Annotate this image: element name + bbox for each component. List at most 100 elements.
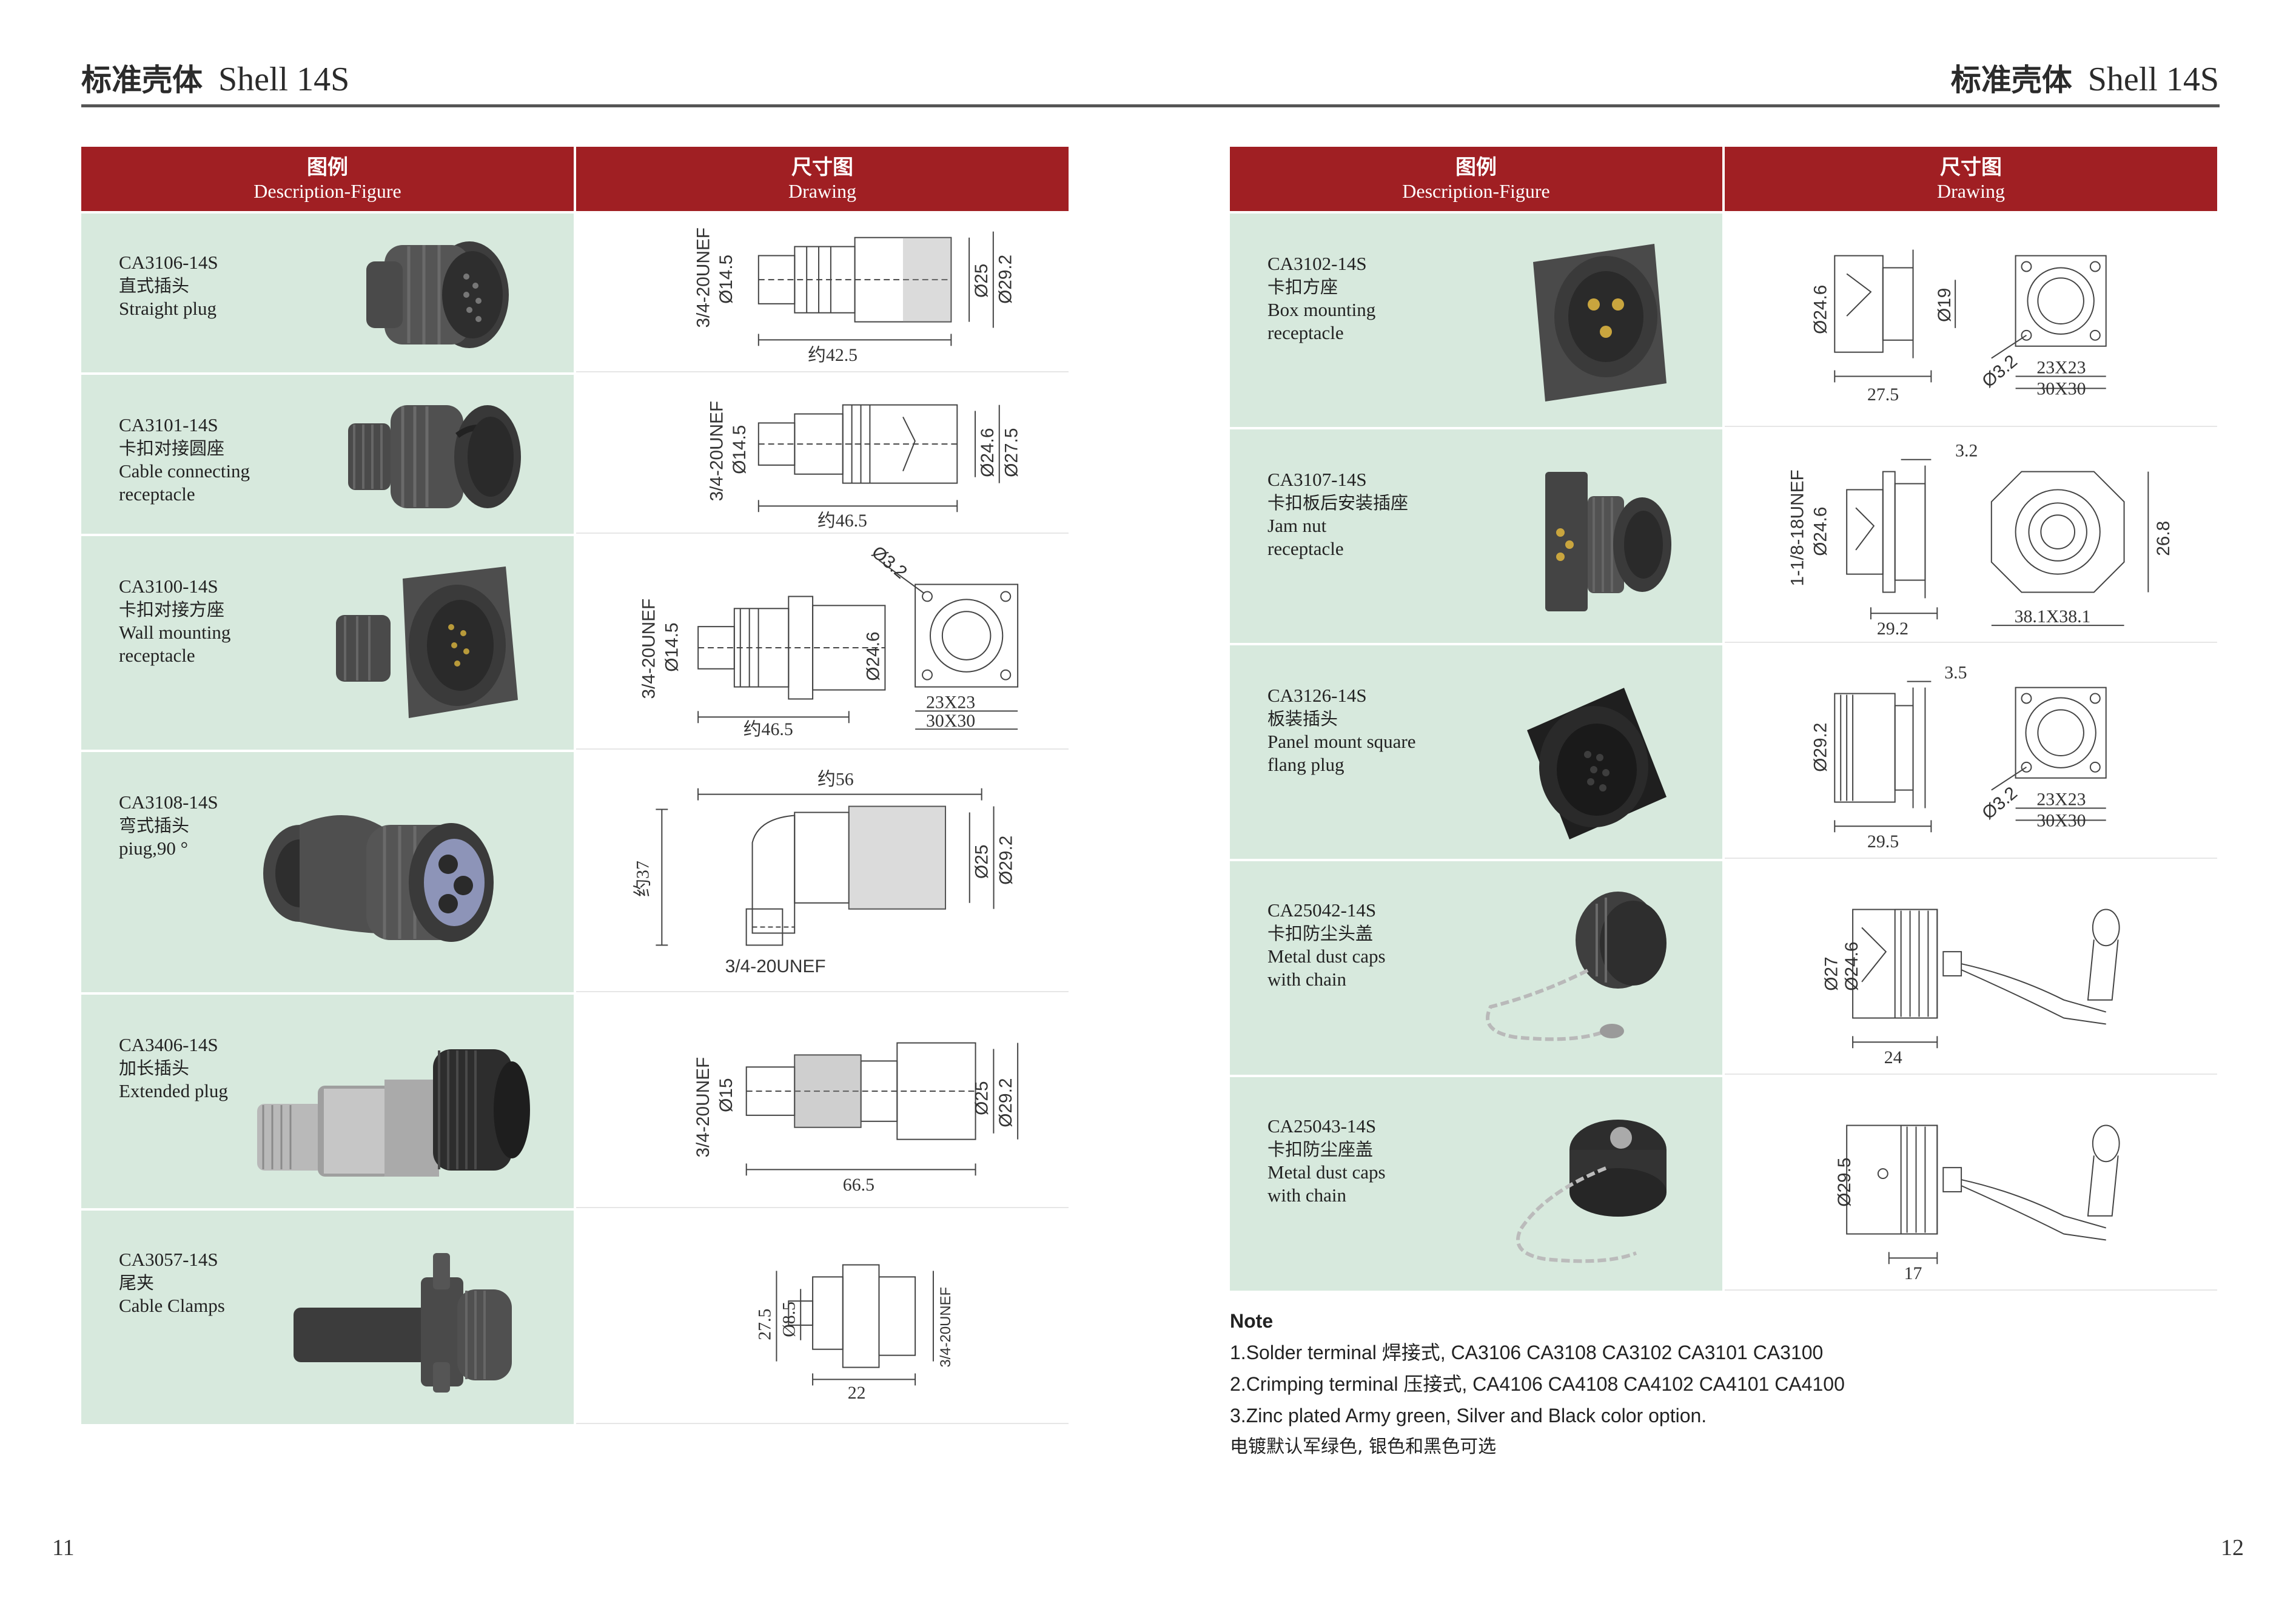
product-name-en: Cable Clamps	[119, 1295, 225, 1316]
product-name-cn: 卡扣对接方座	[119, 599, 225, 620]
dim-length: 17	[1904, 1263, 1922, 1283]
dim-hole: Ø3.2	[868, 542, 911, 583]
dim-length: 约46.5	[817, 511, 867, 531]
drawing-cell: 3.5 Ø29.2 29.5 Ø3.2 23X23 30X30	[1725, 645, 2217, 859]
dim-inner: Ø15	[716, 1078, 736, 1112]
product-text: CA3126-14S 板装插头 Panel mount square flang…	[1267, 684, 1416, 776]
dim-inner: Ø14.5	[662, 623, 682, 672]
dim-nut: 26.8	[2153, 521, 2173, 556]
header-cn: 尺寸图	[1940, 155, 2002, 180]
header-drawing: 尺寸图 Drawing	[576, 147, 1069, 211]
dim-flange: 38.1X38.1	[2015, 607, 2091, 627]
dimension-drawing: 3/4-20UNEF Ø15 Ø25 Ø29.2 66.5	[693, 1042, 1019, 1195]
drawing-cell: Ø27 Ø24.6 24	[1725, 861, 2217, 1075]
product-name-en: with chain	[1267, 969, 1346, 990]
dimension-drawing: 3/4-20UNEF Ø14.5 Ø24.6 Ø3.2 23X23 30X30 …	[639, 542, 1019, 739]
dim-inner: Ø24.6	[1842, 942, 1862, 991]
product-name-cn: 卡扣防尘头盖	[1267, 923, 1374, 944]
product-code: CA3107-14S	[1267, 469, 1367, 490]
dimension-drawing: 约56 约37 Ø25 Ø29.2 3/4-20UNEF	[633, 770, 1016, 976]
title-cn: 标准壳体	[1950, 62, 2072, 98]
title-en: Shell 14S	[218, 61, 350, 98]
product-name-en: receptacle	[1267, 322, 1344, 343]
product-text: CA3101-14S 卡扣对接圆座 Cable connecting recep…	[119, 414, 250, 506]
dust-cap-photo	[1486, 892, 1667, 1041]
table-row: CA25043-14S 卡扣防尘座盖 Metal dust caps with …	[1230, 1075, 2217, 1291]
product-text: CA3108-14S 弯式插头 piug,90 °	[119, 791, 218, 860]
description-cell: CA3057-14S 尾夹 Cable Clamps	[81, 1211, 574, 1424]
left-table: 图例 Description-Figure 尺寸图 Drawing CA3106…	[81, 147, 1069, 1424]
cable-receptacle-photo	[348, 405, 521, 508]
product-text: CA3102-14S 卡扣方座 Box mounting receptacle	[1267, 252, 1375, 344]
drawing-cell: 27.5 Ø8.5 22 3/4-20UNEF	[576, 1211, 1069, 1424]
cable-clamp-photo	[294, 1253, 512, 1393]
dimension-drawing: 27.5 Ø8.5 22 3/4-20UNEF	[754, 1264, 954, 1403]
receptacle-dust-cap-photo	[1516, 1120, 1667, 1263]
header-en: Description-Figure	[253, 180, 401, 202]
product-text: CA3106-14S 直式插头 Straight plug	[119, 251, 218, 320]
dim-outer: Ø29.2	[996, 255, 1016, 304]
page-title-left: 标准壳体 Shell 14S	[81, 56, 349, 99]
dimension-drawing: 3.5 Ø29.2 29.5 Ø3.2 23X23 30X30	[1810, 663, 2107, 852]
product-code: CA25043-14S	[1267, 1115, 1377, 1137]
jam-nut-receptacle-photo	[1545, 472, 1671, 611]
title-en: Shell 14S	[2087, 61, 2219, 98]
product-name-en: receptacle	[1267, 538, 1344, 559]
drawing-cell: 3/4-20UNEF Ø14.5 Ø24.6 Ø27.5 约46.5	[576, 375, 1069, 534]
dim-thread: 3/4-20UNEF	[725, 956, 826, 976]
product-text: CA3100-14S 卡扣对接方座 Wall mounting receptac…	[119, 575, 230, 667]
dim-body: Ø24.6	[1810, 285, 1830, 334]
dim-body: Ø29.2	[1810, 723, 1830, 772]
dim-hole: Ø3.2	[1978, 783, 2021, 824]
product-name-cn: 卡扣方座	[1267, 277, 1338, 297]
drawing-cell: Ø24.6 Ø19 27.5 Ø3.2 23X23 30X30	[1725, 213, 2217, 427]
product-name-en: with chain	[1267, 1184, 1346, 1206]
drawing-cell: Ø29.5 17	[1725, 1077, 2217, 1291]
dim-inner: Ø14.5	[716, 255, 736, 304]
table-header: 图例 Description-Figure 尺寸图 Drawing	[1230, 147, 2217, 211]
product-code: CA3100-14S	[119, 576, 218, 597]
product-name-en: flang plug	[1267, 754, 1344, 775]
product-name-en: Straight plug	[119, 298, 217, 319]
notes-section: Note 1.Solder terminal 焊接式, CA3106 CA310…	[1230, 1305, 1845, 1463]
dim-length: 66.5	[843, 1175, 874, 1195]
product-code: CA3057-14S	[119, 1249, 218, 1270]
table-row: CA3057-14S 尾夹 Cable Clamps	[81, 1208, 1069, 1424]
drawing-cell: 3/4-20UNEF Ø14.5 Ø25 Ø29.2 约42.5	[576, 213, 1069, 372]
dim-body: Ø25	[972, 845, 992, 879]
title-cn: 标准壳体	[81, 62, 203, 98]
dim-inner: Ø14.5	[730, 425, 750, 474]
table-row: CA3106-14S 直式插头 Straight plug	[81, 211, 1069, 372]
dim-hole: Ø3.2	[1978, 351, 2021, 392]
product-name-cn: 尾夹	[119, 1272, 155, 1293]
product-name-cn: 卡扣对接圆座	[119, 438, 225, 459]
header-drawing: 尺寸图 Drawing	[1725, 147, 2217, 211]
dim-flange-thick: 3.2	[1955, 441, 1978, 461]
product-name-cn: 直式插头	[119, 275, 190, 296]
dim-length: 约46.5	[744, 719, 793, 739]
dim-body: Ø24.6	[863, 631, 883, 680]
product-code: CA25042-14S	[1267, 899, 1377, 921]
product-name-en: Box mounting	[1267, 299, 1376, 320]
note-line: 2.Crimping terminal 压接式, CA4106 CA4108 C…	[1230, 1373, 1845, 1395]
dim-flange: 30X30	[926, 711, 975, 731]
dim-body: Ø24.6	[1810, 507, 1830, 556]
dim-inner: Ø19	[1935, 288, 1955, 322]
product-name-cn: 弯式插头	[119, 815, 190, 836]
dim-body: Ø24.6	[978, 428, 998, 477]
angle-plug-photo	[263, 815, 494, 942]
product-text: CA3406-14S 加长插头 Extended plug	[119, 1033, 228, 1103]
box-receptacle-photo	[1533, 244, 1667, 402]
header-cn: 图例	[1455, 155, 1497, 180]
product-name-en: Metal dust caps	[1267, 946, 1386, 967]
product-code: CA3108-14S	[119, 791, 218, 813]
dim-outer: Ø27	[1821, 956, 1841, 990]
product-name-en: receptacle	[119, 645, 195, 666]
dim-thread: 3/4-20UNEF	[639, 599, 659, 699]
product-name-en: Extended plug	[119, 1080, 228, 1101]
header-divider	[81, 104, 2220, 107]
header-en: Drawing	[788, 180, 856, 202]
description-cell: CA3102-14S 卡扣方座 Box mounting receptacle	[1230, 213, 1722, 427]
product-name-en: Metal dust caps	[1267, 1161, 1386, 1183]
description-cell: CA25043-14S 卡扣防尘座盖 Metal dust caps with …	[1230, 1077, 1722, 1291]
